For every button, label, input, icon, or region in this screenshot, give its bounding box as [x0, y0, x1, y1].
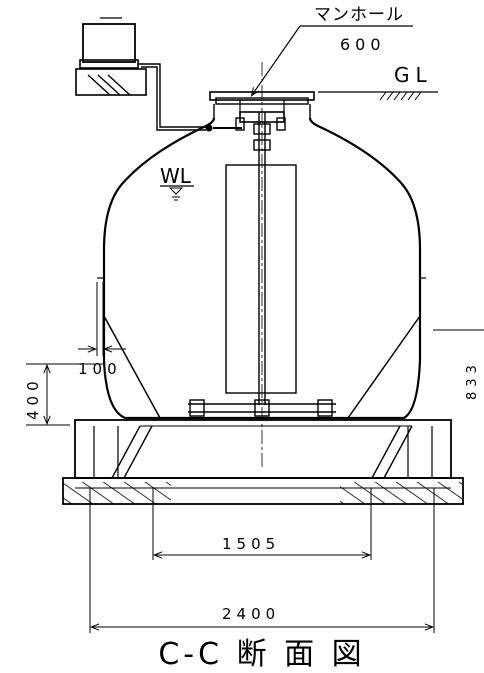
dim-400-label: 400	[24, 376, 42, 420]
dim-1505-label: 1505	[222, 535, 280, 553]
right-partition	[347, 315, 421, 419]
dim-833-label: 833	[465, 360, 480, 400]
dim-2400-label: 2400	[222, 605, 280, 623]
manhole-size-label: 600	[340, 35, 386, 54]
dimension-100	[78, 282, 126, 356]
gl-label: GL	[394, 63, 433, 87]
left-partition	[103, 315, 161, 419]
drawing-title: C-C 断 面 図	[158, 637, 365, 672]
control-box	[75, 17, 147, 96]
dimension-400	[26, 363, 104, 426]
tank-body	[102, 117, 422, 420]
manhole-leader	[250, 25, 301, 97]
dimension-1505	[152, 488, 372, 560]
manhole-label: マンホール	[314, 5, 404, 25]
dim-100-label: 100	[78, 360, 122, 378]
dimension-2400	[89, 488, 435, 633]
air-piping	[138, 63, 242, 132]
wl-label: WL	[160, 164, 192, 188]
manhole-frame	[209, 91, 315, 118]
foundation	[62, 419, 464, 505]
media-column	[225, 164, 297, 394]
ground-hatch	[379, 91, 422, 101]
diffuser-pipe	[188, 100, 336, 417]
wl-marker	[168, 187, 184, 195]
